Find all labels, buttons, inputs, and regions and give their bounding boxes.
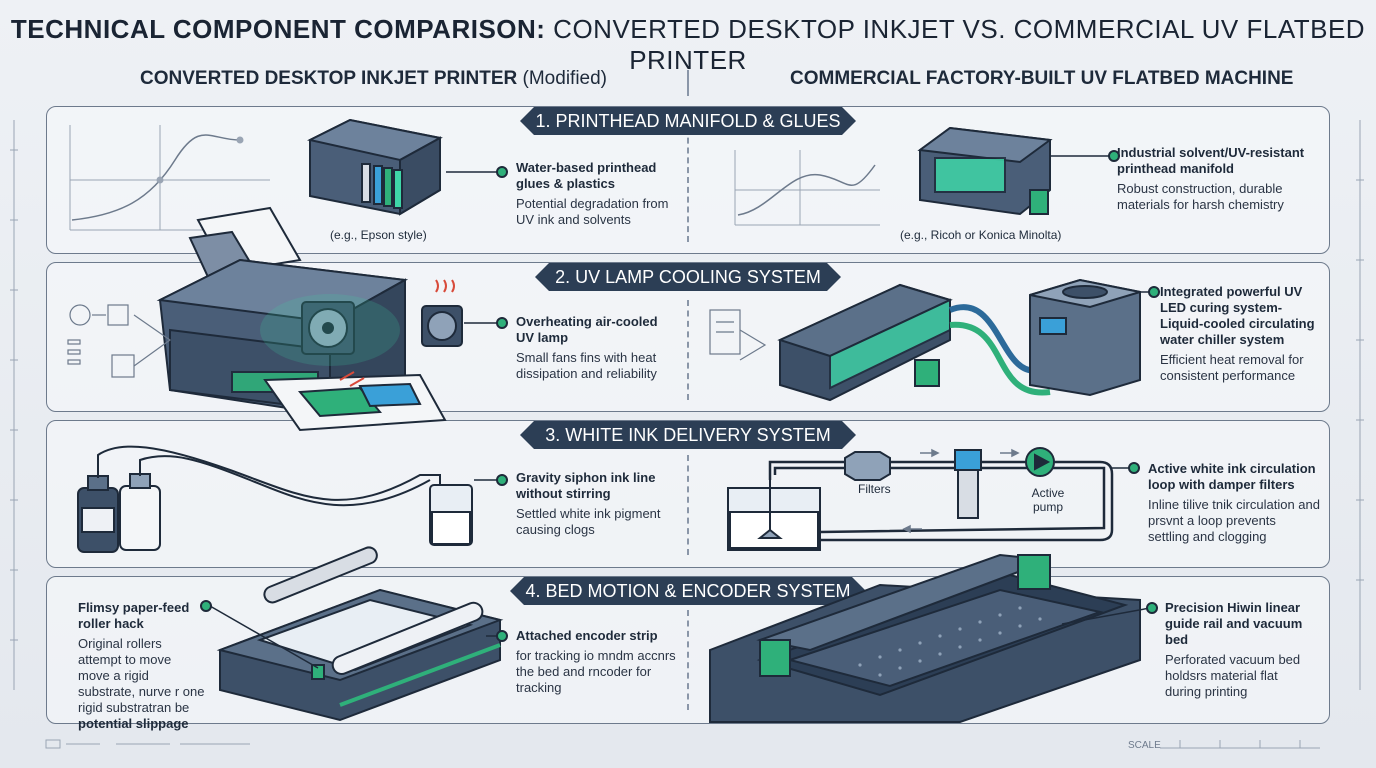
callout-dot <box>1148 286 1160 298</box>
bottle-icon <box>77 473 161 553</box>
section-4-divider <box>687 610 689 710</box>
callout-heading: Precision Hiwin linear guide rail and va… <box>1165 600 1303 647</box>
callout-detail: Inline tilive tnik circulation and prsvn… <box>1148 497 1320 544</box>
callout-dot <box>496 630 508 642</box>
roller-bed-icon <box>216 546 504 722</box>
section-3-divider <box>687 455 689 555</box>
callout-detail: Potential degradation from UV ink and so… <box>516 196 669 227</box>
left-heading-note: (Modified) <box>517 68 607 89</box>
callout-dot <box>1128 462 1140 474</box>
callout-dot <box>1146 602 1158 614</box>
fan-icon <box>301 301 463 355</box>
section-4-right-callout: Precision Hiwin linear guide rail and va… <box>1165 600 1315 700</box>
epson-caption: (e.g., Epson style) <box>330 228 427 242</box>
section-3-ribbon: 3. WHITE INK DELIVERY SYSTEM <box>520 421 856 449</box>
ricoh-caption: (e.g., Ricoh or Konica Minolta) <box>900 228 1062 242</box>
callout-heading: Overheating air-cooled UV lamp <box>516 314 658 345</box>
section-4-left-callout-b: Attached encoder strip for tracking io m… <box>516 628 676 696</box>
callout-dot <box>496 474 508 486</box>
filter-icon <box>844 449 982 519</box>
section-1-left-callout: Water-based printhead glues & plastics P… <box>516 160 681 228</box>
section-1-right-callout: Industrial solvent/UV-resistant printhea… <box>1117 145 1317 213</box>
chiller-icon <box>1029 278 1141 397</box>
title-bold: TECHNICAL COMPONENT COMPARISON: <box>10 14 546 44</box>
industrial-printhead-icon <box>917 126 1053 216</box>
uv-lamp-icon <box>777 283 953 402</box>
callout-detail: Small fans fins with heat dissipation an… <box>516 350 657 381</box>
callout-heading: Industrial solvent/UV-resistant printhea… <box>1117 145 1305 176</box>
section-4-ribbon: 4. BED MOTION & ENCODER SYSTEM <box>510 577 866 605</box>
printhead-icon <box>307 118 443 216</box>
callout-dot <box>1108 150 1120 162</box>
section-2-divider <box>687 300 689 400</box>
callout-heading: Water-based printhead glues & plastics <box>516 160 657 191</box>
section-2-left-callout: Overheating air-cooled UV lamp Small fan… <box>516 314 676 382</box>
section-2-right-callout: Integrated powerful UV LED curing system… <box>1160 284 1324 384</box>
callout-heading: Active white ink circulation loop with d… <box>1148 461 1316 492</box>
pump-icon <box>1025 447 1055 477</box>
section-3-left-callout: Gravity siphon ink line without stirring… <box>516 470 676 538</box>
callout-heading: Attached encoder strip <box>516 628 658 643</box>
callout-detail: Perforated vacuum bed holdsrs material f… <box>1165 652 1301 699</box>
column-divider <box>687 70 689 96</box>
pump-label: Active pump <box>1031 486 1065 514</box>
section-3-right-callout: Active white ink circulation loop with d… <box>1148 461 1320 545</box>
callout-dot <box>496 166 508 178</box>
callout-detail-bold: potential slippage <box>78 716 189 731</box>
section-2-ribbon: 2. UV LAMP COOLING SYSTEM <box>535 263 841 291</box>
title-rest: CONVERTED DESKTOP INKJET VS. COMMERCIAL … <box>545 14 1366 75</box>
flatbed-icon <box>709 553 1141 723</box>
callout-dot <box>200 600 212 612</box>
callout-detail: for tracking io mndm accnrs the bed and … <box>516 648 676 695</box>
scale-label: SCALE <box>1128 740 1161 751</box>
callout-heading: Flimsy paper-feed roller hack <box>78 600 190 631</box>
left-column-heading: CONVERTED DESKTOP INKJET PRINTER (Modifi… <box>140 68 607 90</box>
callout-detail: Original rollers attempt to move move a … <box>78 636 205 715</box>
callout-heading: Integrated powerful UV LED curing system… <box>1160 284 1315 347</box>
callout-dot <box>496 317 508 329</box>
callout-detail: Settled white ink pigment causing clogs <box>516 506 661 537</box>
right-column-heading: COMMERCIAL FACTORY-BUILT UV FLATBED MACH… <box>790 68 1294 89</box>
callout-heading: Gravity siphon ink line without stirring <box>516 470 656 501</box>
section-1-ribbon: 1. PRINTHEAD MANIFOLD & GLUES <box>520 107 856 135</box>
left-heading-bold: CONVERTED DESKTOP INKJET PRINTER <box>140 68 518 89</box>
callout-detail: Efficient heat removal for consistent pe… <box>1160 352 1304 383</box>
graph-sketch-left <box>69 125 270 231</box>
page-title: TECHNICAL COMPONENT COMPARISON: CONVERTE… <box>0 14 1376 76</box>
filters-label: Filters <box>858 482 891 496</box>
section-4-left-callout-a: Flimsy paper-feed roller hack Original r… <box>78 600 206 732</box>
callout-detail: Robust construction, durable materials f… <box>1117 181 1284 212</box>
section-1-divider <box>687 118 689 242</box>
